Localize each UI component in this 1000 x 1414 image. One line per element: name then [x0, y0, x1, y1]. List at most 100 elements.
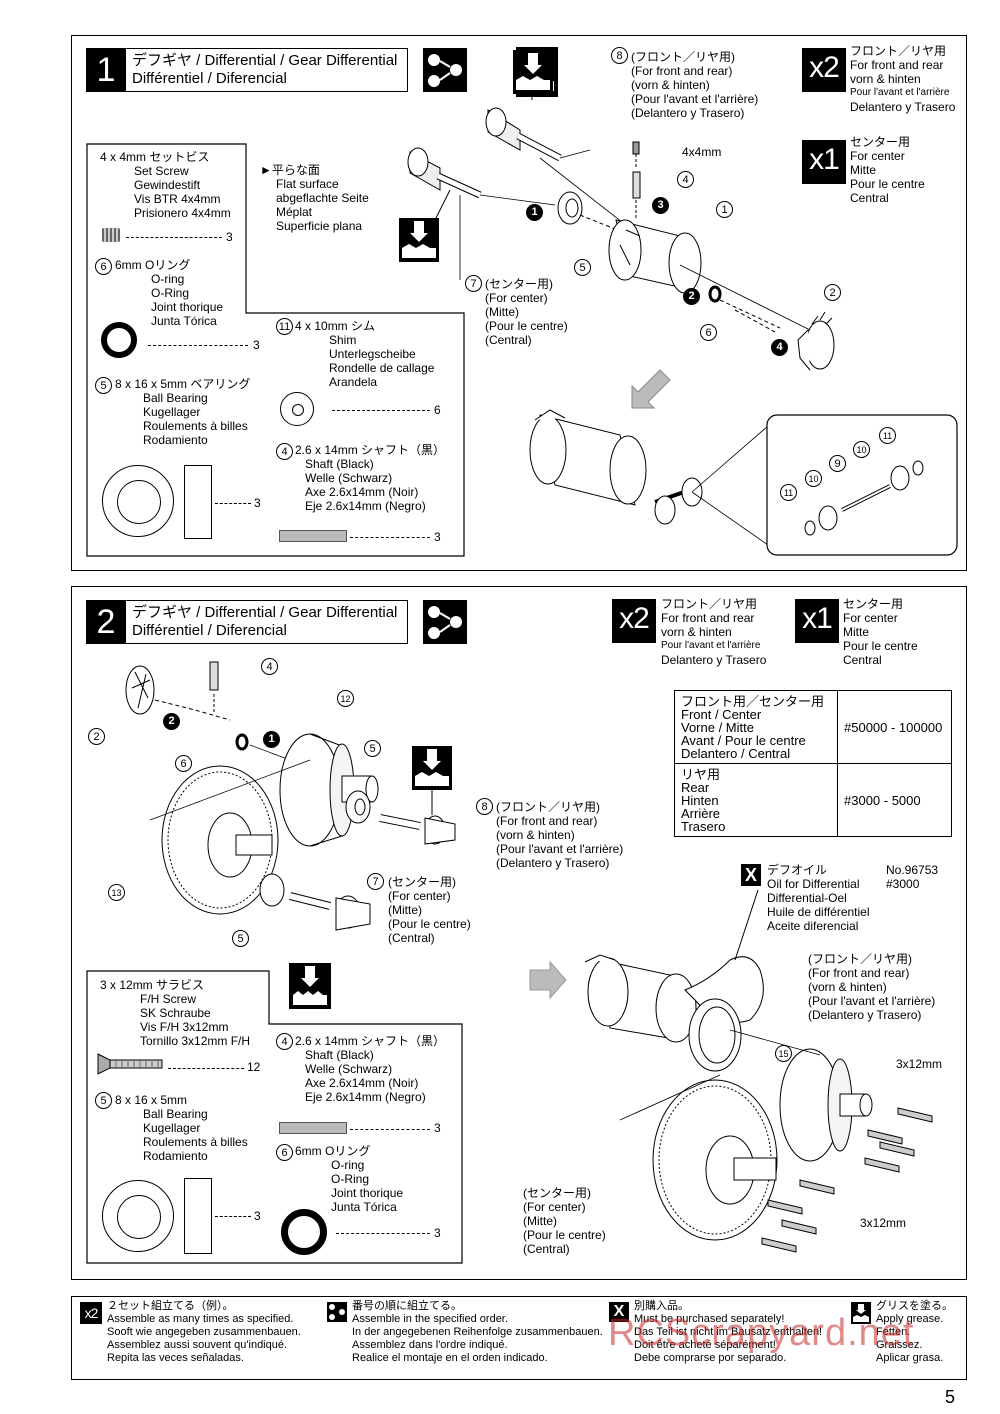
shim-image — [280, 392, 314, 426]
step2-x2-badge: x2 — [612, 599, 656, 643]
s2-callout-5b: 5 — [232, 930, 249, 947]
bearing2-num: 5 — [95, 1092, 112, 1109]
shaft2-num: 4 — [276, 1033, 293, 1050]
outdrive-center-2 — [289, 892, 371, 931]
shaft2-qty: 3 — [434, 1121, 441, 1135]
s2-callout-15: 15 — [775, 1045, 792, 1062]
order-icon-2 — [423, 600, 467, 644]
fh-screws — [761, 1107, 933, 1253]
order-2: 2 — [683, 288, 700, 305]
oring2-leader — [336, 1233, 430, 1234]
shim-qty: 6 — [434, 403, 441, 417]
watermark: RCScrapyard.net — [608, 1312, 915, 1354]
oring2-qty: 3 — [434, 1226, 441, 1240]
inset-callout-11b: 11 — [780, 484, 797, 501]
flat-surface-label: ►平らな面 Flat surface abgeflachte Seite Mép… — [260, 163, 369, 233]
legend-item: グリスを塗る。Apply grease.Fetten.Graissez.Apli… — [876, 1300, 953, 1364]
bearing2-qty: 3 — [254, 1209, 261, 1223]
callout-1: 1 — [716, 201, 733, 218]
callout-8: 8 — [611, 47, 628, 64]
oring-image — [101, 322, 137, 358]
legend-x-icon: X — [609, 1302, 629, 1322]
inset-box — [766, 414, 958, 556]
grease-icon-2 — [289, 963, 331, 1009]
inset-parts — [804, 460, 924, 536]
bearing-label: 8 x 16 x 5mm ベアリング Ball Bearing Kugellag… — [115, 377, 251, 447]
step2-heading: デフギヤ / Differential / Gear Differential … — [126, 600, 408, 644]
shaft2-leader — [350, 1129, 430, 1130]
step2-parts-box — [86, 970, 463, 1264]
step2-title: デフギヤ / Differential / Gear Differential — [132, 604, 398, 621]
callout-6: 6 — [700, 324, 717, 341]
setscrew-qty: 3 — [226, 230, 233, 244]
spur-gear-2 — [652, 1079, 778, 1241]
s2-callout-7: 7 — [367, 873, 384, 890]
outdrive-2 — [379, 814, 456, 845]
step2-x1-badge: x1 — [795, 599, 839, 643]
s2-order-1: 1 — [263, 731, 280, 748]
bearing2-side-image — [184, 1178, 212, 1254]
oring-num: 6 — [95, 258, 112, 275]
step1-title: デフギヤ / Differential / Gear Differential — [132, 52, 398, 69]
callout-7: 7 — [465, 275, 482, 292]
shaft-qty: 3 — [434, 530, 441, 544]
s2-callout-2: 2 — [88, 728, 105, 745]
step2-subtitle: Différentiel / Diferencial — [132, 622, 287, 639]
page-number: 5 — [945, 1387, 956, 1407]
fhscrew-leader — [168, 1068, 244, 1069]
purchase-separately-icon: X — [741, 864, 761, 886]
order-1: 1 — [526, 204, 543, 221]
diff-case-flange — [279, 733, 379, 847]
order-3: 3 — [652, 197, 669, 214]
inset-callout-10a: 10 — [853, 441, 870, 458]
outdrive-center — [407, 147, 482, 199]
bearing2-leader — [215, 1216, 251, 1217]
setscrew-leader — [126, 237, 222, 238]
step1-panel — [71, 35, 967, 571]
outdrive-front-rear — [485, 107, 562, 162]
spur-gear — [161, 765, 279, 915]
inset-callout-9: 9 — [829, 455, 846, 472]
step1-heading: デフギヤ / Differential / Gear Differential … — [126, 48, 408, 92]
oring2-num: 6 — [276, 1144, 293, 1161]
flange-assembly — [779, 1048, 873, 1162]
bearing2-label: 8 x 16 x 5mm Ball Bearing Kugellager Rou… — [115, 1093, 248, 1163]
legend-x2-icon: x2 — [80, 1302, 102, 1324]
s2-order-2: 2 — [163, 713, 180, 730]
right-arrow — [529, 960, 567, 1000]
inset-callout-10b: 10 — [805, 470, 822, 487]
step1-part7-label: (センター用)(For center)(Mitte)(Pour le centr… — [485, 277, 568, 347]
fhscrew-label: 3 x 12mm サラビス F/H Screw SK Schraube Vis … — [100, 978, 251, 1048]
shaft2-image — [279, 1122, 347, 1134]
oring-part-2 — [235, 733, 249, 751]
s2-callout-6: 6 — [175, 755, 192, 772]
shaft-num: 4 — [276, 443, 293, 460]
assembled-diff — [529, 409, 703, 525]
step2-diagram-right — [529, 889, 933, 1253]
table-cell-value: #50000 - 100000 — [837, 690, 952, 764]
oring-leader — [148, 345, 248, 346]
legend-item: 番号の順に組立てる。Assemble in the specified orde… — [352, 1300, 603, 1364]
s2-callout-5: 5 — [364, 740, 381, 757]
screw-3x12-callout-1: 3x12mm — [896, 1057, 943, 1071]
oring-qty: 3 — [253, 338, 260, 352]
bevel-gear — [797, 311, 835, 371]
bearing-num: 5 — [95, 377, 112, 394]
assembly-center-label: (センター用)(For center)(Mitte)(Pour le centr… — [523, 1186, 606, 1256]
s2-callout-12: 12 — [337, 690, 354, 707]
callout-4: 4 — [677, 171, 694, 188]
step2-panel — [71, 586, 967, 1280]
legend-item: 別購入品。Must be purchased separately!Das Te… — [634, 1300, 823, 1364]
screw-4x4-callout: 4x4mm — [682, 145, 722, 159]
step1-parts-box — [86, 143, 465, 557]
grease-marker-3 — [412, 746, 452, 790]
setscrew-label: 4 x 4mm セットビス Set Screw Gewindestift Vis… — [100, 150, 231, 220]
legend-item: ２セット組立てる（例）。Assemble as many times as sp… — [107, 1300, 301, 1364]
oring-label: 6mm Oリング O-ring O-Ring Joint thorique Ju… — [115, 258, 224, 328]
diff-case-oil — [584, 954, 697, 1043]
setscrew-image — [102, 228, 120, 242]
step2-part8-label: (フロント／リヤ用)(For front and rear)(vorn & hi… — [496, 800, 624, 870]
